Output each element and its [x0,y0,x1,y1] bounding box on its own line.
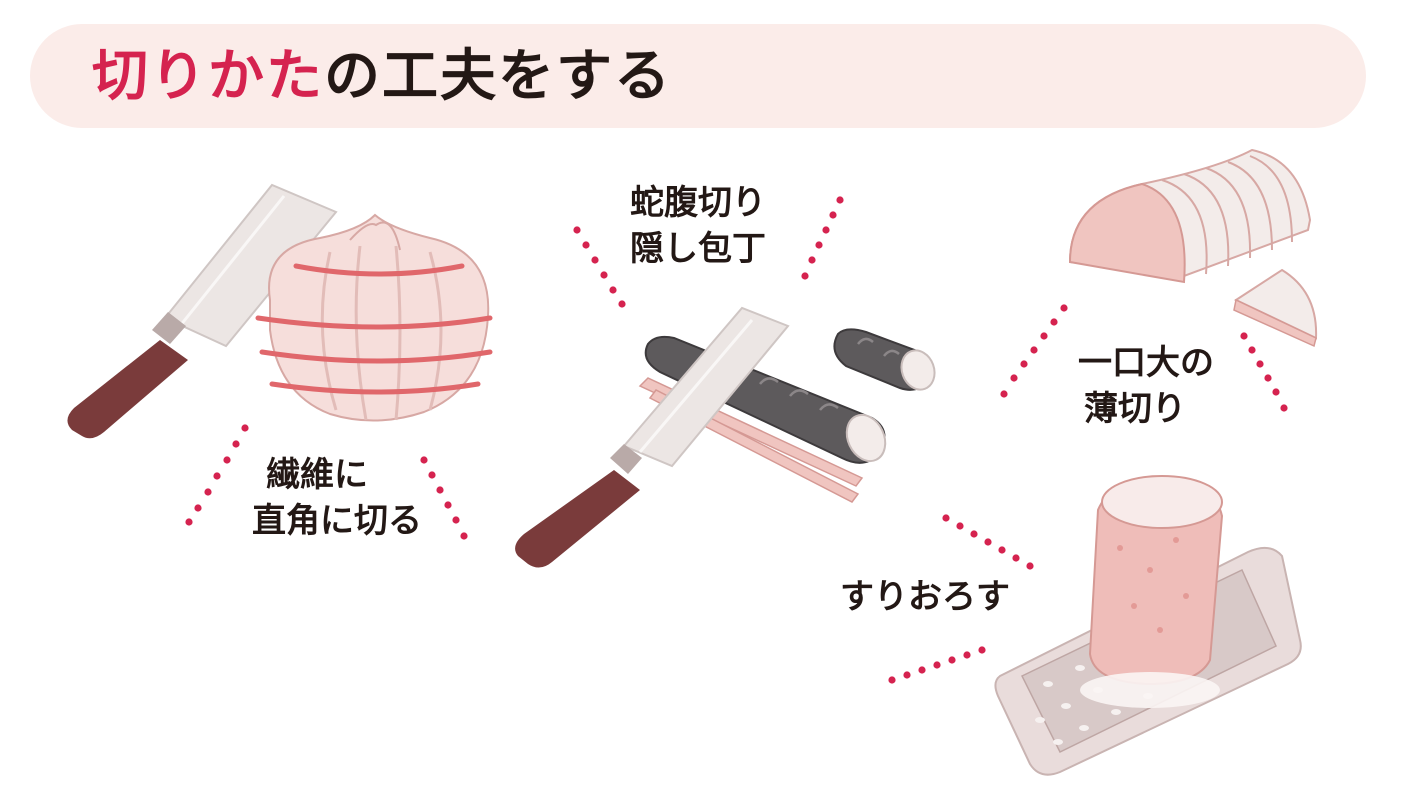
caption-radish-line1: 一口大の [1078,343,1214,383]
caption-eggplant-line1: 蛇腹切り [630,183,766,223]
caption-radish-line2: 薄切り [1084,389,1186,429]
caption-grate: すりおろす [840,574,1010,620]
dotted-line [573,196,844,308]
onion-icon [255,213,493,422]
knife-icon [515,306,790,568]
dotted-line [1000,304,1288,412]
caption-eggplant-line2: 隠し包丁 [630,229,766,269]
caption-eggplant: 蛇腹切り 隠し包丁 [630,180,766,272]
knife-icon [67,183,338,439]
sliced-daikon-icon [1068,148,1312,284]
caption-grate-line1: すりおろす [840,577,1010,617]
eggplant-piece-icon [833,328,936,391]
header-banner [30,24,1366,128]
daikon-wedge-icon [1233,268,1318,348]
page-title: 切りかたの工夫をする [92,42,672,112]
title-accent: 切りかた [92,44,324,109]
dotted-line [888,514,1034,684]
daikon-icon [1080,475,1224,708]
dotted-line [185,424,468,540]
caption-radish: 一口大の 薄切り [1078,340,1214,432]
caption-onion-line2: 直角に切る [252,501,422,541]
title-rest: の工夫をする [324,44,672,109]
caption-onion-line1: 繊維に [266,455,368,495]
caption-onion: 繊維に 直角に切る [252,452,422,544]
